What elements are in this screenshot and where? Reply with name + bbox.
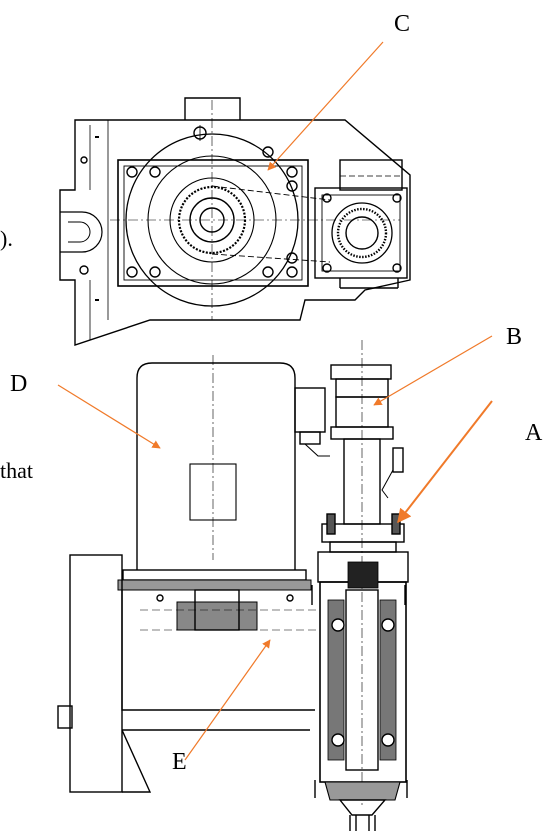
label-d: D: [10, 371, 28, 397]
label-a: A: [525, 420, 543, 446]
leader-a: [397, 400, 493, 524]
label-e: E: [172, 749, 187, 775]
cropped-text-fragment: that: [0, 458, 33, 483]
label-c: C: [394, 11, 411, 37]
cropped-text-fragment: ).: [0, 226, 13, 251]
label-b: B: [506, 324, 523, 350]
top-view: [59, 97, 411, 346]
leader-d: [57, 384, 161, 449]
leader-b: [373, 335, 493, 406]
leader-c: [267, 41, 384, 171]
leader-e: [184, 639, 271, 761]
front-view: [57, 340, 409, 831]
leader-lines: [57, 41, 493, 761]
